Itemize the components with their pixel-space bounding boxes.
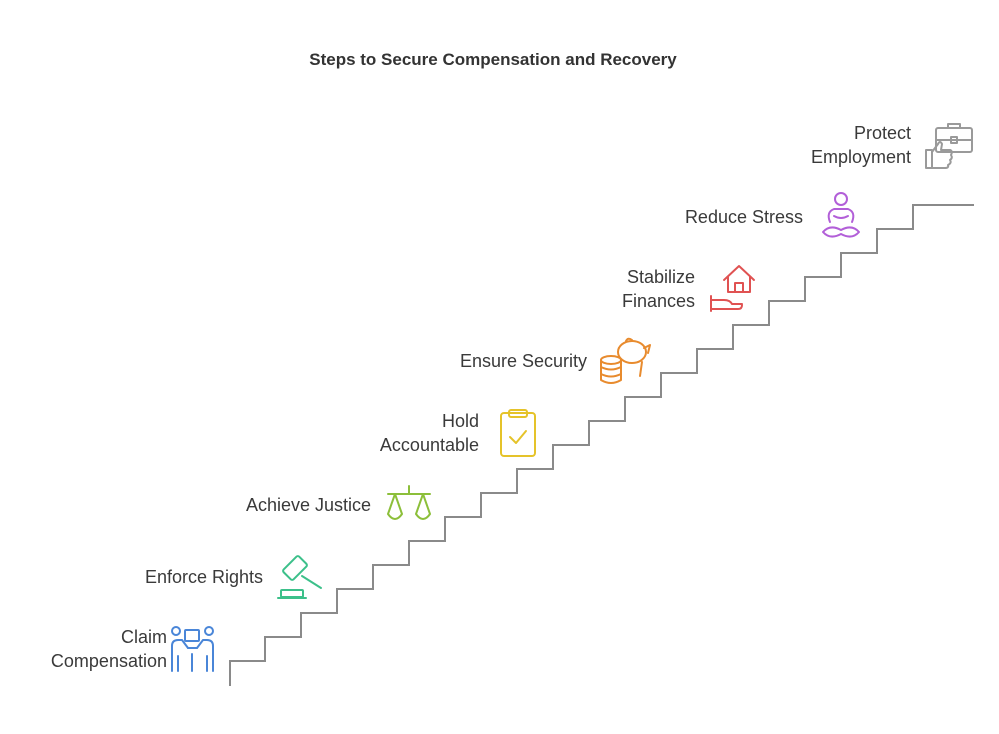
step-label-claim-compensation: Claim Compensation [50,627,167,671]
step-label-hold-accountable: Hold Accountable [379,411,479,455]
handshake-people-icon [171,626,214,672]
step-label-reduce-stress: Reduce Stress [684,207,803,227]
step-label-ensure-security: Ensure Security [459,351,587,371]
briefcase-thumbs-up-icon [925,123,973,169]
gavel-icon [277,555,322,599]
scales-icon [387,485,431,520]
meditation-icon [822,192,860,238]
step-label-stabilize-finances: Stabilize Finances [621,267,695,311]
staircase-line [229,204,974,686]
step-label-enforce-rights: Enforce Rights [144,567,263,587]
house-hand-icon [710,265,755,312]
step-label-achieve-justice: Achieve Justice [245,495,371,515]
step-label-protect-employment: Protect Employment [810,123,911,167]
piggy-bank-coins-icon [600,337,651,384]
clipboard-check-icon [500,409,536,457]
diagram-title: Steps to Secure Compensation and Recover… [309,50,677,69]
